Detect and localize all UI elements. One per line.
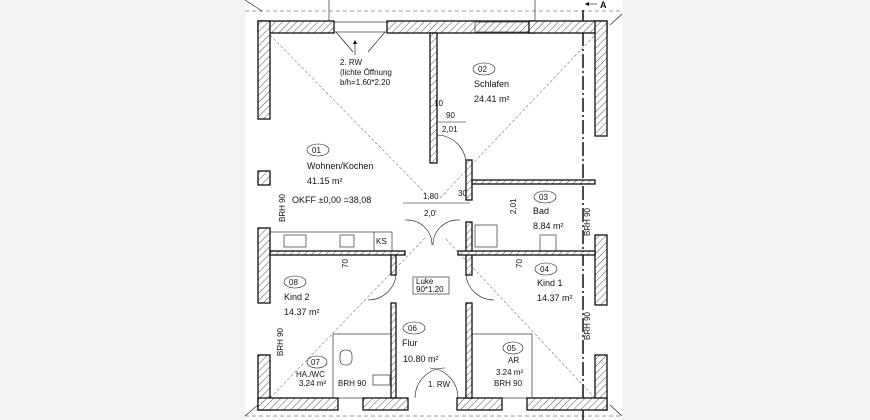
svg-text:Kind 2: Kind 2: [284, 292, 310, 302]
wc-sink: [372, 374, 391, 386]
room-02: 02 Schlafen 24.41 m²: [472, 62, 510, 104]
escape-route-2-size: b/h=1.60*2.20: [340, 78, 391, 87]
sink: [539, 234, 557, 252]
room-04: 04 Kind 1 14.37 m²: [534, 262, 573, 303]
toilet: [339, 349, 353, 366]
svg-text:07: 07: [311, 358, 320, 367]
svg-text:41.15 m²: 41.15 m²: [307, 176, 343, 186]
dimensions: 10 90 2,01 1,80 30 2,0' 70 70 2,01: [341, 99, 524, 268]
svg-text:05: 05: [507, 344, 516, 353]
walls: [257, 20, 608, 411]
roof-outline: [244, 0, 623, 417]
room-08: 08 Kind 2 14.37 m²: [283, 275, 320, 317]
room-07: 07 HA./WC 3.24 m²: [296, 355, 328, 388]
svg-text:06: 06: [408, 324, 417, 333]
svg-text:Schlafen: Schlafen: [474, 79, 509, 89]
svg-text:3.24 m²: 3.24 m²: [299, 379, 326, 388]
svg-text:2,01: 2,01: [442, 125, 458, 134]
svg-text:14.37 m²: 14.37 m²: [537, 293, 573, 303]
svg-text:08: 08: [289, 278, 298, 287]
escape-route-2: 2. RW: [340, 58, 363, 67]
svg-text:Bad: Bad: [533, 206, 549, 216]
fridge-label: KS: [376, 237, 387, 246]
svg-text:02: 02: [478, 65, 487, 74]
svg-text:10: 10: [434, 99, 443, 108]
brh-kind1: BRH 90: [583, 311, 592, 340]
svg-text:1,80: 1,80: [423, 192, 439, 201]
svg-text:10.80 m²: 10.80 m²: [403, 354, 439, 364]
brh-ar: BRH 90: [494, 379, 523, 388]
hatch-size: 90*1.20: [416, 285, 444, 294]
hatch-label: Luke: [416, 277, 434, 286]
brh-wc: BRH 90: [338, 379, 367, 388]
svg-text:70: 70: [515, 259, 524, 268]
svg-text:HA./WC: HA./WC: [296, 370, 325, 379]
section-marker-label: A: [600, 0, 607, 10]
svg-text:Kind 1: Kind 1: [537, 278, 563, 288]
svg-text:03: 03: [539, 193, 548, 202]
svg-text:24.41 m²: 24.41 m²: [474, 94, 510, 104]
doors: [335, 31, 495, 399]
svg-text:70: 70: [341, 259, 350, 268]
svg-text:3.24 m²: 3.24 m²: [496, 368, 523, 377]
room-06: 06 Flur 10.80 m²: [402, 321, 439, 364]
brh-wohnen: BRH 90: [278, 193, 287, 222]
svg-text:8.84 m²: 8.84 m²: [533, 221, 564, 231]
brh-bad: BRH 90: [583, 207, 592, 236]
room-01: 01 Wohnen/Kochen 41.15 m² OKFF ±0,00 =38…: [292, 143, 373, 205]
section-line-a: A: [582, 0, 607, 420]
svg-text:Flur: Flur: [402, 338, 418, 348]
svg-text:AR: AR: [508, 356, 519, 365]
kitchen-counter: KS: [269, 231, 393, 252]
room-03: 03 Bad 8.84 m²: [533, 190, 564, 231]
svg-text:14.37 m²: 14.37 m²: [284, 307, 320, 317]
escape-route-2-note: (lichte Öffnung: [340, 68, 392, 77]
svg-text:04: 04: [540, 265, 549, 274]
escape-route-1: 1. RW: [428, 380, 451, 389]
svg-text:2,01: 2,01: [509, 198, 518, 214]
svg-text:30: 30: [458, 189, 467, 198]
svg-text:90: 90: [446, 111, 455, 120]
room-05: 05 AR 3.24 m²: [496, 341, 523, 377]
shower: [474, 224, 498, 248]
svg-text:2,0': 2,0': [424, 209, 437, 218]
svg-text:Wohnen/Kochen: Wohnen/Kochen: [307, 161, 373, 171]
brh-kind2: BRH 90: [276, 327, 285, 356]
svg-text:01: 01: [312, 146, 321, 155]
svg-text:OKFF ±0,00 =38,08: OKFF ±0,00 =38,08: [292, 195, 371, 205]
attic-hatch: [412, 276, 450, 295]
